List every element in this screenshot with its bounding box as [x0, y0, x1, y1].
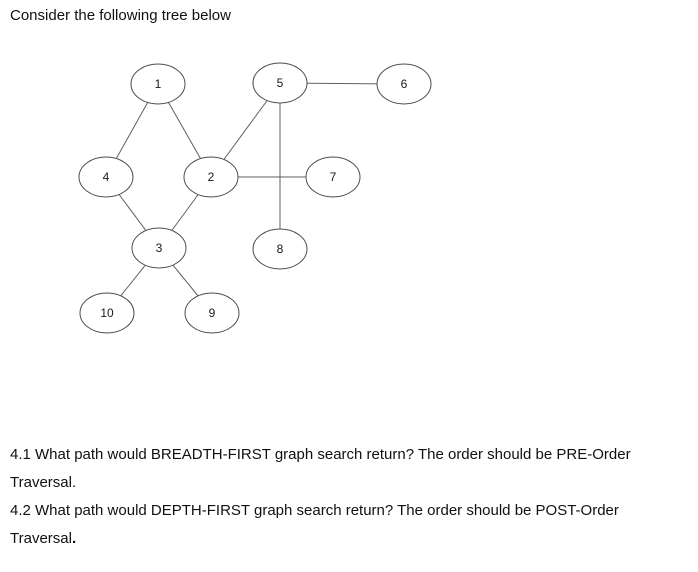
graph-node-10 [79, 292, 135, 334]
graph-node-label-3: 3 [156, 241, 163, 255]
graph-node-4 [78, 156, 134, 198]
graph-node-1 [130, 63, 186, 105]
graph-node-label-4: 4 [103, 170, 110, 184]
graph-node-3 [131, 227, 187, 269]
question-4-1-text: 4.1 What path would BREADTH-FIRST graph … [10, 446, 631, 491]
graph-node-8 [252, 228, 308, 270]
graph-node-label-10: 10 [100, 306, 114, 320]
graph-node-2 [183, 156, 239, 198]
questions-block: 4.1 What path would BREADTH-FIRST graph … [10, 441, 686, 553]
graph-node-label-5: 5 [277, 76, 284, 90]
graph-node-label-9: 9 [209, 306, 216, 320]
question-4-2-period: . [71, 530, 77, 547]
graph-node-label-1: 1 [155, 77, 162, 91]
graph-node-9 [184, 292, 240, 334]
question-4-2: 4.2 What path would DEPTH-FIRST graph se… [10, 497, 686, 553]
graph-node-label-7: 7 [330, 170, 337, 184]
graph-node-label-6: 6 [401, 77, 408, 91]
graph-node-label-8: 8 [277, 242, 284, 256]
page-title: Consider the following tree below [10, 7, 231, 24]
graph-node-7 [305, 156, 361, 198]
question-4-2-text: 4.2 What path would DEPTH-FIRST graph se… [10, 502, 619, 547]
question-4-1: 4.1 What path would BREADTH-FIRST graph … [10, 441, 686, 497]
graph-node-label-2: 2 [208, 170, 215, 184]
graph-node-5 [252, 62, 308, 104]
graph-node-6 [376, 63, 432, 105]
tree-graph: 1 5 6 4 2 7 3 8 10 9 [78, 62, 432, 334]
